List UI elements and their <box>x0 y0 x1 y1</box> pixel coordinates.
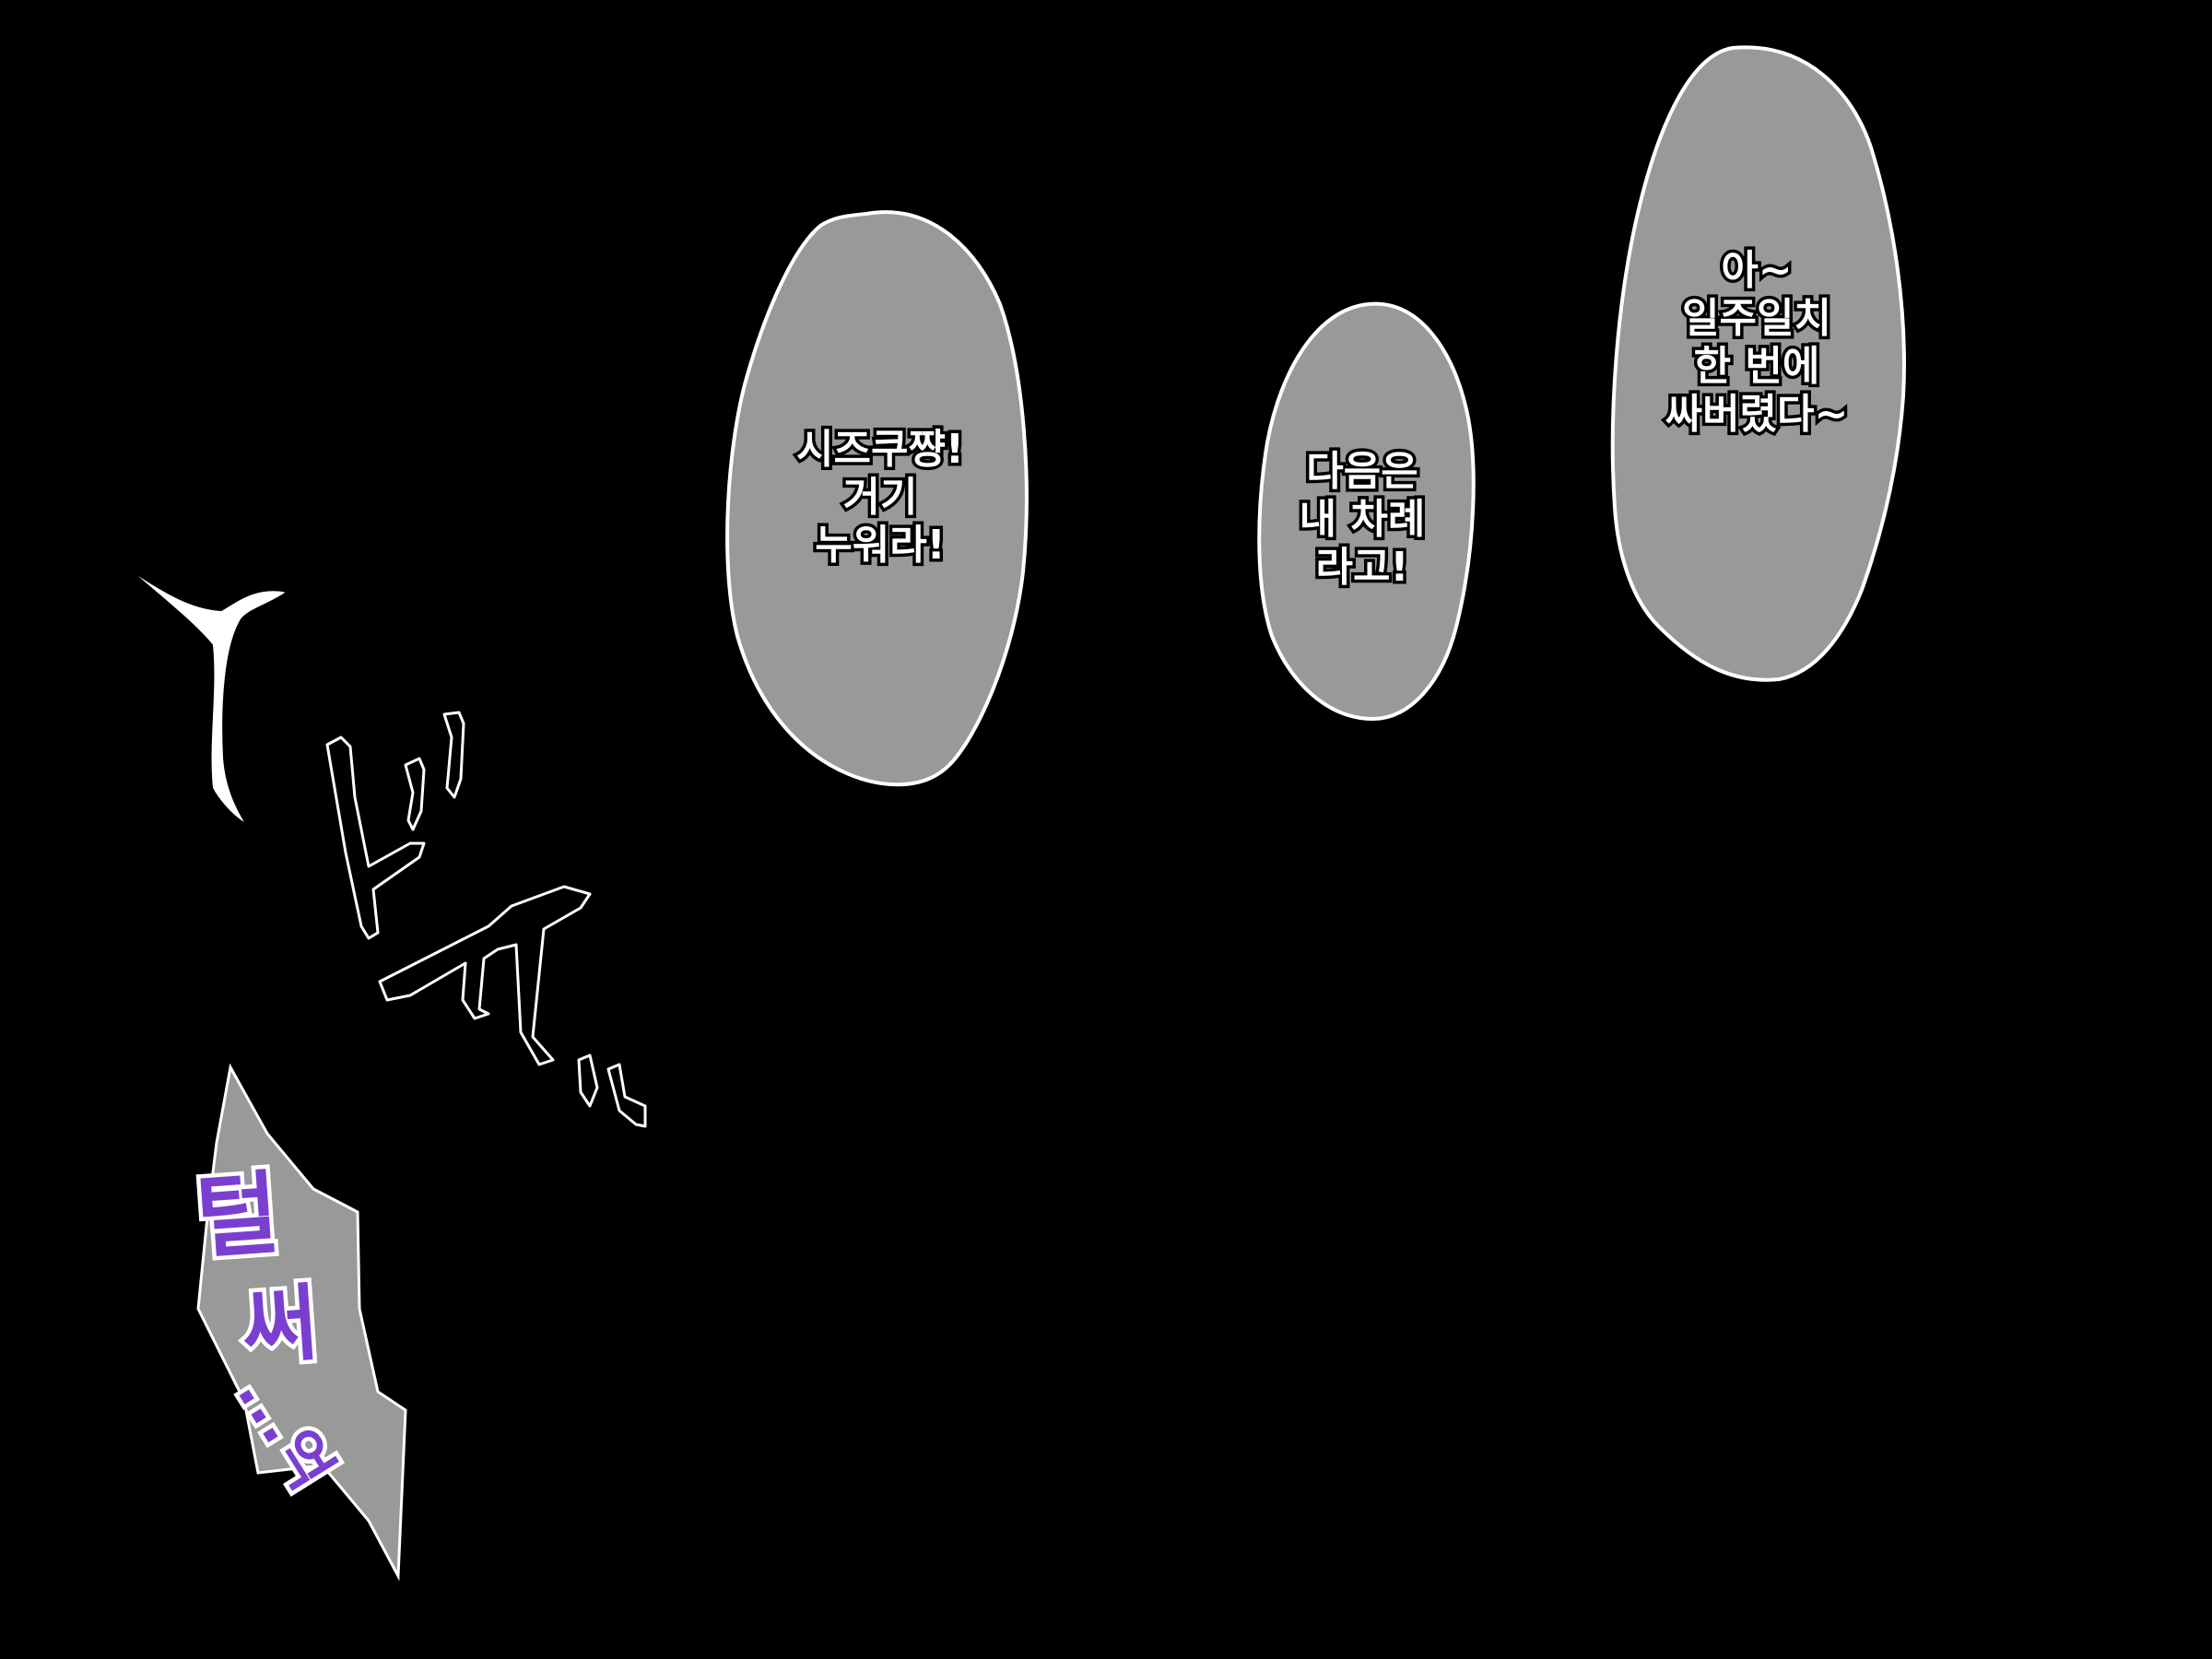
bubble-2-text: 다음은 내 차례 라고! <box>1296 445 1429 594</box>
bubble-1-text: 시즈쿠쨩! 거기 누워라! <box>794 423 968 572</box>
sfx-collapse-part1: 털 <box>188 1157 287 1276</box>
speech-bubble-2 <box>1257 301 1476 722</box>
sfx-collapse-part2: 써 <box>235 1271 326 1382</box>
bubble-1-line: 거기 <box>840 471 921 524</box>
bubble-2-line: 라고! <box>1312 541 1412 594</box>
bubble-2-line: 다음은 <box>1303 445 1421 499</box>
bubble-3-line: 싸버렸다~ <box>1662 388 1852 441</box>
bubble-3-line: 일주일치 <box>1679 292 1835 346</box>
collapse-shard <box>196 1063 407 1582</box>
speech-bubble-1 <box>725 210 1029 787</box>
bubble-1-line: 시즈쿠쨩! <box>794 423 968 477</box>
bubble-1-line: 누워라! <box>812 519 949 572</box>
bubble-3-line: 아~ <box>1718 244 1795 298</box>
speech-bubble-3 <box>1610 45 1906 682</box>
sfx-thud-strokes <box>325 711 647 1128</box>
sparkle-accent-shape <box>126 567 290 826</box>
bubble-2-line: 내 차례 <box>1296 493 1429 547</box>
bubble-3-text: 아~ 일주일치 한 번에 싸버렸다~ <box>1662 244 1852 441</box>
bubble-3-line: 한 번에 <box>1690 340 1823 394</box>
